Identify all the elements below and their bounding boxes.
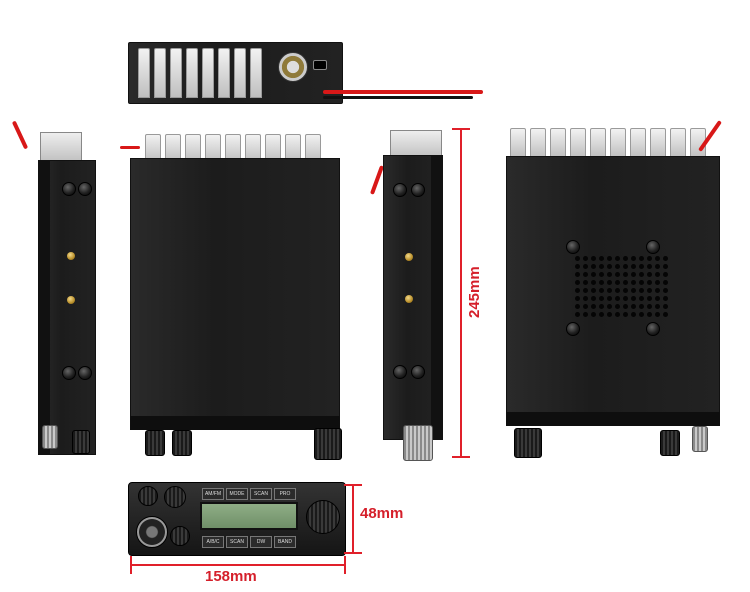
front-height-dimension-line	[352, 484, 354, 554]
volume-knob-icon	[306, 500, 340, 534]
mount-hole-icon	[405, 295, 413, 303]
mic-jack-icon	[136, 516, 168, 548]
height-dimension-label: 245mm	[466, 266, 483, 318]
screw-icon	[393, 365, 407, 379]
side-wire-red	[369, 165, 385, 195]
knob-icon	[72, 430, 90, 454]
mount-hole-icon	[67, 252, 75, 260]
side-panel-rail	[38, 160, 50, 455]
speaker-grille-icon	[575, 256, 668, 317]
front-width-cap-left	[130, 556, 132, 574]
screw-icon	[566, 322, 580, 336]
front-button[interactable]: DW	[250, 536, 272, 548]
heatsink-fins	[145, 134, 321, 162]
front-width-dimension-line	[130, 564, 346, 566]
screw-icon	[566, 240, 580, 254]
side-wire-red	[11, 120, 29, 150]
heatsink-fins	[510, 128, 706, 158]
knob-icon	[170, 526, 190, 546]
screw-icon	[646, 240, 660, 254]
knob-icon	[145, 430, 165, 456]
underside-panel	[130, 158, 340, 428]
antenna-connector-icon	[278, 52, 308, 82]
screw-icon	[411, 183, 425, 197]
knob-icon	[172, 430, 192, 456]
left-side-view	[11, 120, 100, 470]
screw-icon	[62, 366, 76, 380]
front-height-label: 48mm	[360, 505, 404, 522]
front-height-cap-top	[344, 484, 362, 486]
mount-hole-icon	[405, 253, 413, 261]
front-button[interactable]: BAND	[274, 536, 296, 548]
front-button[interactable]: PRO	[274, 488, 296, 500]
knob-icon	[164, 486, 186, 508]
knob-icon	[42, 425, 58, 449]
knob-icon	[403, 425, 433, 461]
front-width-cap-right	[344, 556, 346, 574]
underside-bezel	[130, 416, 340, 430]
front-button[interactable]: AM/FM	[202, 488, 224, 500]
screw-icon	[78, 182, 92, 196]
back-bezel	[506, 412, 720, 426]
height-dimension-cap-bottom	[452, 456, 470, 458]
screw-icon	[411, 365, 425, 379]
front-button[interactable]: A/B/C	[202, 536, 224, 548]
knob-icon	[692, 426, 708, 452]
heatsink-fins	[138, 48, 262, 98]
knob-icon	[514, 428, 542, 458]
back-panel	[506, 156, 720, 426]
knob-icon	[138, 486, 158, 506]
knob-icon	[660, 430, 680, 456]
front-button[interactable]: SCAN	[226, 536, 248, 548]
underside-view	[120, 128, 350, 463]
side-panel-rail	[431, 155, 443, 440]
height-dimension-cap-top	[452, 128, 470, 130]
top-view	[128, 42, 483, 104]
screw-icon	[646, 322, 660, 336]
screw-icon	[62, 182, 76, 196]
front-height-cap-bottom	[344, 552, 362, 554]
right-side-view	[369, 125, 450, 465]
underside-wire-red	[120, 146, 140, 149]
power-wire-red	[323, 90, 483, 94]
back-view	[500, 118, 730, 458]
front-button[interactable]: MODE	[226, 488, 248, 500]
mount-hole-icon	[67, 296, 75, 304]
screw-icon	[78, 366, 92, 380]
height-dimension-line	[460, 128, 462, 458]
power-wire-black	[323, 96, 473, 99]
front-panel-view: AM/FM MODE SCAN PRO A/B/C SCAN DW BAND	[128, 482, 346, 556]
screw-icon	[393, 183, 407, 197]
knob-icon	[314, 428, 342, 460]
lcd-display	[200, 502, 298, 530]
ext-speaker-jack	[313, 60, 327, 70]
front-width-label: 158mm	[205, 568, 257, 585]
front-button[interactable]: SCAN	[250, 488, 272, 500]
